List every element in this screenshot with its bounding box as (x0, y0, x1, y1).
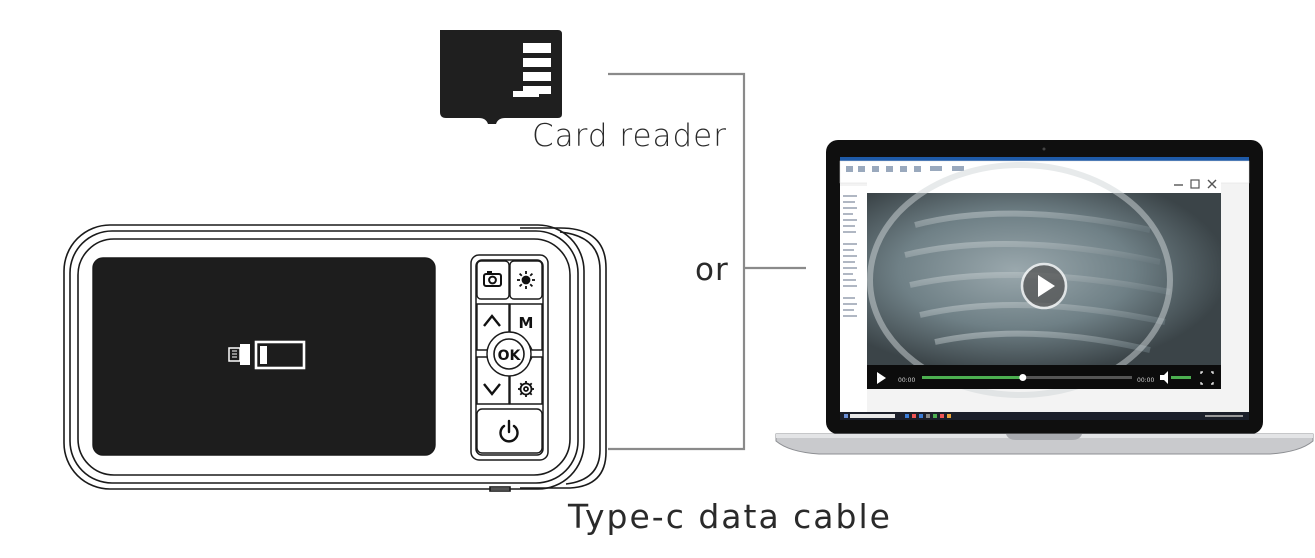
up-arrow-button[interactable] (483, 314, 501, 327)
play-overlay-button[interactable] (1020, 262, 1068, 310)
volume-icon[interactable] (1160, 371, 1168, 384)
card-reader-line (608, 72, 746, 451)
connector-lines (608, 72, 806, 451)
ribbon-items (846, 166, 964, 172)
settings-button[interactable] (518, 381, 534, 397)
time-total: 00:00 (1137, 377, 1154, 384)
taskbar-icons (844, 414, 1243, 418)
down-arrow-button[interactable] (483, 383, 501, 396)
play-overlay-icon (1038, 275, 1055, 297)
device-side-inner (559, 231, 601, 485)
time-current: 00:00 (898, 377, 915, 384)
button-panel (470, 254, 549, 461)
seek-handle[interactable] (1019, 374, 1027, 381)
ok-button[interactable]: OK (486, 331, 532, 377)
type-c-cable-label: Type-c data cable (568, 497, 892, 536)
fullscreen-icon[interactable] (1200, 371, 1214, 385)
gear-icon (518, 381, 534, 397)
handheld-device (63, 224, 607, 492)
device-shell-rim (69, 230, 579, 484)
laptop: 00:00 00:00 (775, 140, 1314, 455)
sd-card-usb-icon (228, 340, 306, 370)
laptop-notch (1006, 434, 1082, 440)
brightness-button[interactable] (509, 260, 543, 300)
brightness-icon (517, 271, 535, 289)
seek-progress (922, 376, 1023, 379)
laptop-base (775, 433, 1314, 455)
sidebar-items (843, 195, 857, 317)
close-icon[interactable] (1207, 179, 1217, 189)
device-front-face (77, 238, 571, 476)
taskbar (840, 412, 1249, 420)
power-button[interactable] (476, 408, 543, 454)
down-arrow-icon (483, 383, 501, 396)
volume-level[interactable] (1171, 376, 1191, 379)
menu-m-label: M (519, 314, 534, 332)
window-titlebar (840, 157, 1249, 161)
seek-track[interactable] (922, 376, 1132, 379)
lens-ring (867, 162, 1173, 398)
device-outer-shell (63, 224, 585, 490)
card-reader-label: Card reader (532, 118, 728, 154)
webcam (1042, 147, 1046, 151)
maximize-icon[interactable] (1190, 179, 1200, 189)
camera-icon (483, 271, 502, 287)
usb-port (489, 486, 511, 492)
play-icon[interactable] (877, 372, 886, 384)
up-arrow-icon (483, 314, 501, 327)
micro-sd-card-icon (440, 30, 562, 124)
power-icon (499, 419, 519, 443)
button-panel-frame (470, 254, 549, 461)
player-titlebar (867, 175, 1221, 193)
ok-label: OK (498, 348, 522, 364)
camera-button[interactable] (476, 260, 510, 300)
device-side-outline (520, 227, 607, 489)
or-label: or (695, 252, 729, 288)
menu-m-button[interactable]: M (519, 314, 534, 332)
